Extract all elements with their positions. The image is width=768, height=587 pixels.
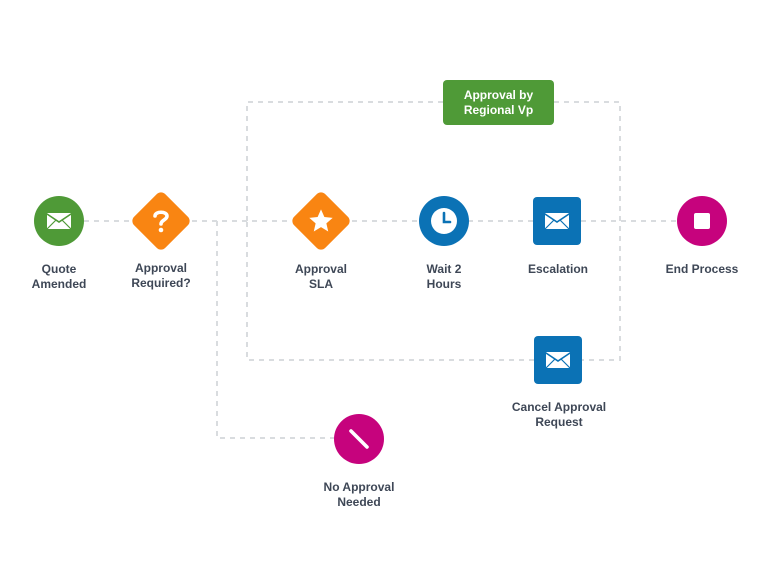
clock-icon [431, 208, 457, 234]
approval-required-label: Approval Required? [131, 261, 191, 290]
escalation-label: Escalation [527, 262, 589, 276]
connector-group-frame [246, 101, 621, 361]
approval-sla-label: Approval SLA [294, 262, 347, 291]
question-icon [153, 210, 169, 233]
connector-no-approval-branch [216, 221, 335, 439]
quote-amended-label: Quote Amended [31, 262, 87, 291]
end-process-label: End Process [665, 262, 739, 276]
wait-2-hours-node[interactable] [419, 196, 469, 246]
cancel-approval-request-node[interactable] [534, 336, 582, 384]
no-approval-needed-label: No Approval Needed [323, 480, 395, 509]
approval-by-regional-vp-group[interactable]: Approval by Regional Vp [443, 80, 554, 125]
cancel-approval-request-label: Cancel Approval Request [511, 400, 607, 429]
slash-icon [349, 429, 369, 449]
wait-2-hours-label: Wait 2 Hours [426, 262, 462, 291]
stop-icon [694, 213, 710, 229]
approval-sla-node[interactable] [289, 189, 353, 253]
quote-amended-node[interactable] [34, 196, 84, 246]
approval-required-node[interactable] [129, 189, 193, 253]
envelope-icon [545, 352, 571, 369]
escalation-node[interactable] [533, 197, 581, 245]
envelope-icon [46, 213, 72, 230]
envelope-icon [544, 213, 570, 230]
end-process-node[interactable] [677, 196, 727, 246]
no-approval-needed-node[interactable] [334, 414, 384, 464]
star-icon [309, 209, 333, 232]
